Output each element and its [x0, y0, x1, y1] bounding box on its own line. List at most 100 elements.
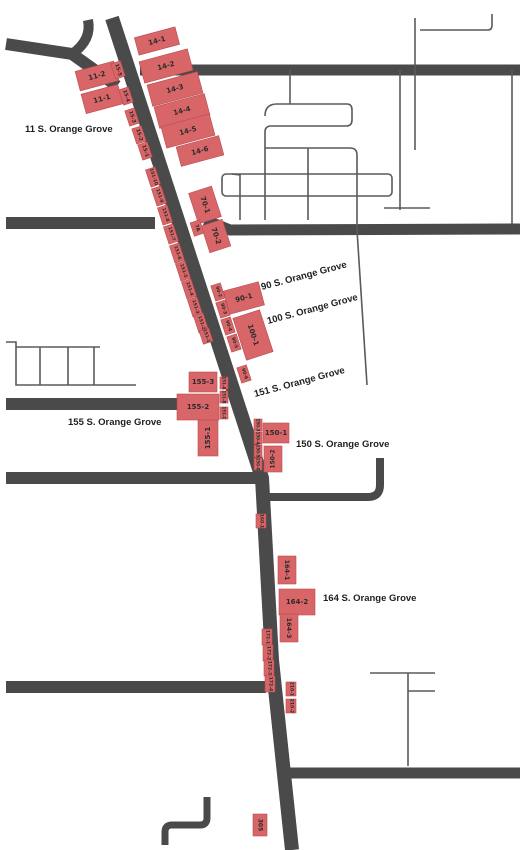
section-155-3[interactable]: 155-3: [188, 371, 218, 393]
svg-text:150-4: 150-4: [256, 432, 261, 445]
section-14-1[interactable]: 14-1: [134, 26, 180, 56]
section-160-1[interactable]: 160-1: [255, 513, 267, 529]
section-150-5[interactable]: 150-5: [253, 445, 263, 458]
svg-text:172-4: 172-4: [268, 677, 274, 691]
svg-text:151-2: 151-2: [196, 315, 206, 331]
section-151-8[interactable]: 151-8: [157, 204, 173, 226]
svg-text:150-1: 150-1: [265, 429, 288, 437]
section-150-4[interactable]: 150-4: [253, 432, 263, 445]
svg-text:15-5: 15-5: [113, 63, 123, 77]
svg-text:151-10: 151-10: [148, 168, 159, 187]
section-90-4[interactable]: 90-4: [220, 316, 236, 336]
svg-text:164-2: 164-2: [286, 598, 309, 606]
section-210-1[interactable]: 210-1: [285, 681, 297, 697]
section-14-5[interactable]: 14-5: [160, 113, 216, 149]
section-7a[interactable]: 7A: [189, 219, 205, 237]
section-90-5[interactable]: 90-5: [226, 333, 242, 353]
svg-text:151-7: 151-7: [166, 226, 176, 242]
svg-text:150-3: 150-3: [256, 419, 261, 432]
road-bottom-hook: [161, 797, 211, 845]
section-151-9[interactable]: 151-9: [151, 185, 167, 207]
section-70-2[interactable]: 70-2: [200, 218, 232, 254]
svg-text:172-1: 172-1: [265, 630, 271, 644]
section-151-b[interactable]: 151-B: [219, 390, 229, 404]
section-15-3[interactable]: 15-3: [124, 107, 140, 127]
svg-text:155-2: 155-2: [187, 403, 210, 411]
label-90-s-orange-grove: 90 S. Orange Grove: [260, 259, 348, 292]
section-151-5[interactable]: 151-5: [175, 260, 191, 282]
paths: [6, 14, 513, 766]
section-90-2[interactable]: 90-2: [210, 282, 226, 302]
svg-text:210-2: 210-2: [289, 699, 295, 713]
section-164-1[interactable]: 164-1: [277, 555, 297, 585]
section-100-1[interactable]: 100-1: [232, 309, 274, 361]
section-155-1[interactable]: 155-1: [197, 419, 219, 457]
section-172-4[interactable]: 172-4: [264, 675, 276, 693]
section-15-2[interactable]: 15-2: [131, 125, 147, 145]
section-15-1[interactable]: 15-1: [137, 141, 153, 161]
svg-text:150-6: 150-6: [256, 458, 261, 471]
svg-text:151-9: 151-9: [154, 188, 164, 204]
section-305[interactable]: 305: [252, 813, 268, 837]
svg-text:210-1: 210-1: [289, 682, 295, 696]
road-second-right: [202, 214, 521, 236]
svg-text:150-5: 150-5: [256, 445, 261, 458]
svg-text:155-1: 155-1: [204, 427, 212, 450]
svg-text:151-5: 151-5: [178, 263, 188, 279]
svg-text:164-3: 164-3: [285, 618, 293, 639]
road-hook: [268, 458, 384, 501]
section-172-2[interactable]: 172-2: [262, 644, 274, 662]
svg-text:172-2: 172-2: [266, 646, 272, 660]
svg-text:151-6: 151-6: [172, 245, 182, 261]
section-210-2[interactable]: 210-2: [285, 698, 297, 714]
section-151-4[interactable]: 151-4: [181, 278, 197, 300]
section-151-c[interactable]: 151-C: [219, 407, 229, 420]
svg-text:90-4: 90-4: [224, 320, 233, 333]
svg-text:151-3: 151-3: [190, 299, 200, 315]
section-14-2[interactable]: 14-2: [138, 48, 194, 84]
svg-text:151-C: 151-C: [222, 407, 227, 420]
section-150-3[interactable]: 150-3: [253, 419, 263, 432]
svg-text:90-5: 90-5: [230, 337, 239, 350]
section-15-4[interactable]: 15-4: [118, 86, 134, 106]
label-164-s-orange-grove: 164 S. Orange Grove: [323, 593, 416, 604]
section-155-2[interactable]: 155-2: [176, 393, 220, 421]
svg-text:151-B: 151-B: [222, 390, 227, 403]
svg-text:164-1: 164-1: [283, 560, 291, 581]
section-151-1[interactable]: 151-1: [198, 327, 214, 345]
section-151-10[interactable]: 151-10: [145, 166, 161, 188]
section-151-7[interactable]: 151-7: [163, 223, 179, 245]
label-100-s-orange-grove: 100 S. Orange Grove: [266, 292, 359, 327]
section-14-3[interactable]: 14-3: [146, 71, 204, 107]
section-90-3[interactable]: 90-3: [215, 299, 231, 319]
section-172-1[interactable]: 172-1: [261, 628, 273, 646]
section-164-2[interactable]: 164-2: [278, 588, 316, 616]
section-90-6[interactable]: 90-6: [236, 364, 252, 384]
svg-text:151-8: 151-8: [160, 207, 170, 223]
label-151-s-orange-grove: 151 S. Orange Grove: [253, 365, 346, 400]
label-150-s-orange-grove: 150 S. Orange Grove: [296, 439, 389, 450]
svg-text:151-A: 151-A: [222, 376, 227, 390]
svg-text:305: 305: [257, 819, 264, 832]
svg-text:155-3: 155-3: [192, 378, 215, 386]
label-11-s-orange-grove: 11 S. Orange Grove: [25, 124, 113, 135]
svg-text:151-4: 151-4: [184, 281, 194, 297]
section-150-6[interactable]: 150-6: [253, 458, 263, 471]
svg-text:90-2: 90-2: [214, 286, 223, 299]
section-164-3[interactable]: 164-3: [279, 613, 299, 643]
section-14-6[interactable]: 14-6: [175, 135, 225, 167]
section-70-1[interactable]: 70-1: [188, 185, 222, 225]
svg-text:90-6: 90-6: [240, 368, 249, 381]
section-172-3[interactable]: 172-3: [263, 659, 275, 677]
section-90-1[interactable]: 90-1: [223, 281, 265, 315]
svg-text:15-4: 15-4: [121, 89, 131, 103]
section-151-a[interactable]: 151-A: [219, 376, 229, 390]
section-11-2[interactable]: 11-2: [74, 60, 120, 92]
section-151-6[interactable]: 151-6: [169, 242, 185, 264]
svg-text:150-2: 150-2: [270, 449, 277, 468]
section-15-5[interactable]: 15-5: [110, 60, 126, 80]
section-150-2[interactable]: 150-2: [263, 445, 283, 473]
svg-text:15-1: 15-1: [140, 144, 150, 158]
section-150-1[interactable]: 150-1: [262, 422, 290, 444]
